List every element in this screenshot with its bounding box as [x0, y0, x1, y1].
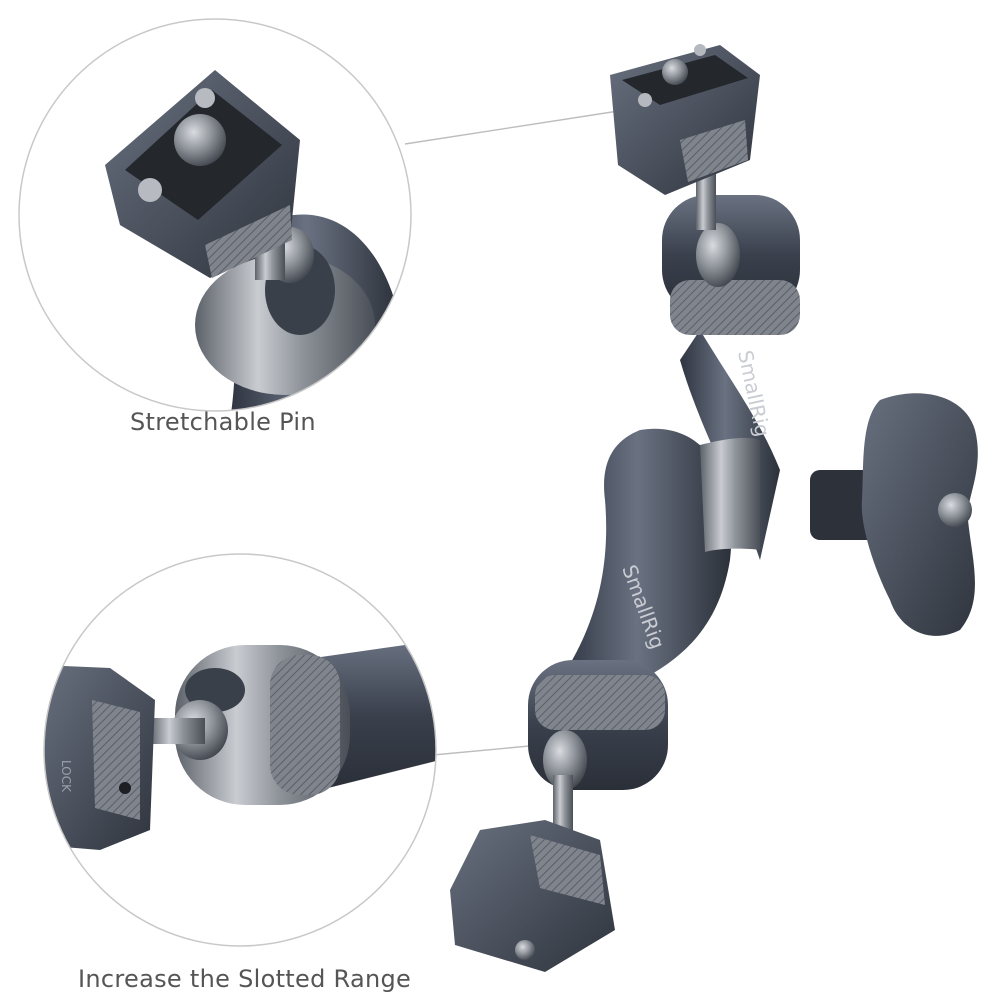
callout-caption-stretchable-pin: Stretchable Pin	[130, 408, 316, 436]
wing-lock-knob	[861, 393, 978, 636]
callout-leader-line-bottom	[432, 744, 541, 756]
top-clamp-block	[610, 44, 760, 195]
callout-circle-bottom: LOCK	[43, 553, 437, 947]
knob-stem	[810, 470, 880, 540]
zoom-bottom-lock-engraving: LOCK	[59, 760, 73, 793]
zoom-bottom-pin	[150, 718, 205, 744]
top-knurled-collar	[670, 280, 800, 335]
top-locating-pin	[638, 93, 652, 107]
callout-caption-slotted-range: Increase the Slotted Range	[78, 965, 412, 993]
zoom-bottom-wheel-hole	[119, 782, 131, 794]
zoom-bottom-knurled-collar	[270, 655, 340, 795]
knob-center-screw	[938, 493, 972, 527]
bottom-clamp-block	[450, 820, 615, 972]
bottom-mount-screw	[515, 940, 535, 960]
top-ball-head	[696, 223, 740, 287]
callout-leader-line-top	[404, 109, 626, 145]
bottom-thumb-wheel	[530, 835, 605, 905]
zoom-top-thumb-wheel	[205, 205, 292, 278]
zoom-top-locating-pin-2	[195, 88, 215, 108]
zoom-top-mount-screw	[174, 114, 226, 166]
lower-arm	[560, 428, 732, 690]
top-mount-screw	[662, 59, 688, 85]
center-ring	[700, 437, 760, 552]
callout-circle-top	[18, 18, 412, 412]
top-thumb-wheel	[680, 120, 748, 182]
top-locating-pin-2	[694, 44, 706, 56]
magic-arm-product: SmallRig SmallRig	[450, 44, 978, 972]
zoom-top-locating-pin	[138, 178, 162, 202]
zoom-bottom-thumb-wheel	[92, 700, 140, 820]
bottom-stretchable-pin	[553, 775, 573, 835]
bottom-knurled-collar	[535, 675, 665, 730]
top-stretchable-pin	[696, 170, 716, 230]
